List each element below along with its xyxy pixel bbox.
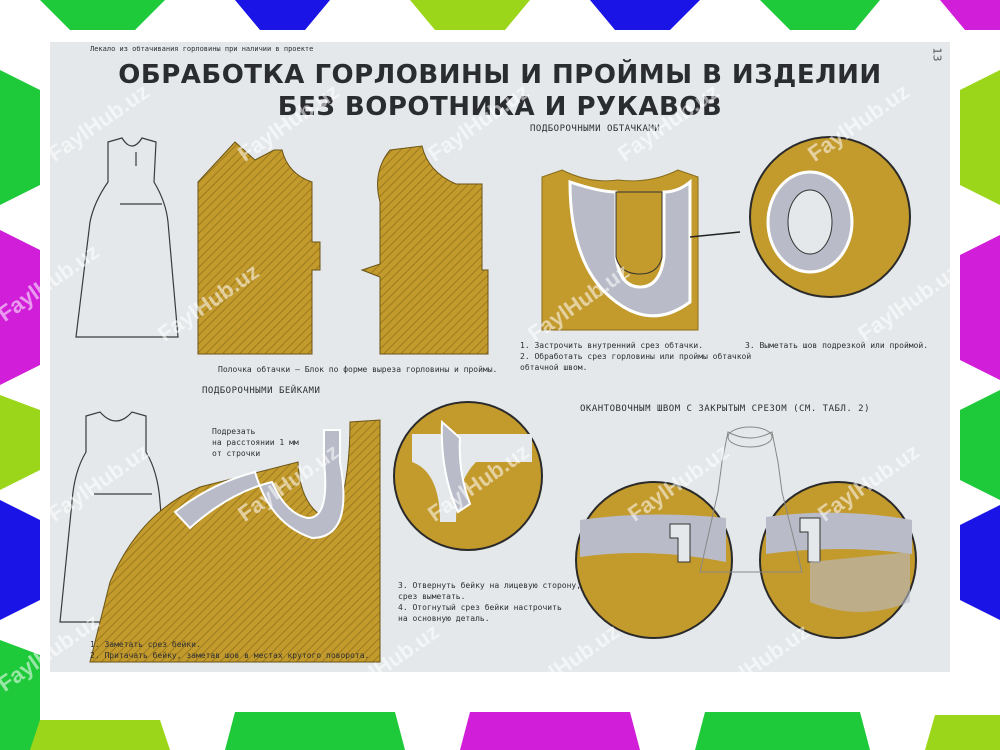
frame-shape-left-green2 xyxy=(0,640,40,750)
bias-detail-circle xyxy=(393,401,543,551)
edge-detail-circle-left xyxy=(575,481,733,639)
bias-binding-illustration xyxy=(89,419,381,663)
frame-shape-top-blue xyxy=(235,0,330,30)
frame-shape-top-green xyxy=(40,0,165,30)
frame-shape-bottom-lime xyxy=(30,720,170,750)
frame-shape-right-blue xyxy=(960,505,1000,620)
facings-detail-step: 3. Выметать шов подрезкой или проймой. xyxy=(745,341,929,350)
frame-shape-top-green2 xyxy=(760,0,880,30)
frame-shape-bottom-green2 xyxy=(695,712,870,750)
heading-edge: ОКАНТОВОЧНЫМ ШВОМ С ЗАКРЫТЫМ СРЕЗОМ (СМ.… xyxy=(580,404,871,414)
frame-shape-right-green xyxy=(960,390,1000,500)
frame-shape-top-magenta xyxy=(940,0,1000,30)
frame-shape-left-lime xyxy=(0,395,40,490)
frame-shape-bottom-magenta xyxy=(460,712,640,750)
facings-steps: 1. Застрочить внутренний срез обтачки. 2… xyxy=(520,341,752,372)
frame-shape-top-blue2 xyxy=(590,0,700,30)
bias-detail-steps: 3. Отвернуть бейку на лицевую сторону, с… xyxy=(398,581,582,623)
pointer-arrow xyxy=(689,231,741,238)
illustration-canvas xyxy=(59,136,917,663)
bodice-pattern-front xyxy=(197,141,321,355)
dress-sketch-collar xyxy=(699,426,803,573)
top-note: Лекало из обтачивания горловины при нали… xyxy=(90,45,314,53)
frame-shape-bottom-green xyxy=(225,712,405,750)
bodice-pattern-back xyxy=(360,145,489,355)
pattern-caption-text: Полочка обтачки — Блок по форме выреза г… xyxy=(218,365,498,374)
edge-detail-circle-right xyxy=(759,481,917,639)
frame-shape-right-magenta xyxy=(960,235,1000,380)
dress-sketch-round-neck xyxy=(59,411,171,623)
frame-shape-left-blue xyxy=(0,500,40,620)
instruction-poster: Лекало из обтачивания горловины при нали… xyxy=(50,42,950,672)
bias-steps: 1. Заметать срез бейки. 2. Притачать бей… xyxy=(90,640,370,660)
facing-garment-illustration xyxy=(541,169,699,331)
heading-bias: ПОДБОРОЧНЫМИ БЕЙКАМИ xyxy=(202,386,321,396)
bias-annotation: Подрезать на расстоянии 1 мм от строчки xyxy=(212,427,299,458)
poster-title-line1: ОБРАБОТКА ГОРЛОВИНЫ И ПРОЙМЫ В ИЗДЕЛИИ xyxy=(118,60,882,90)
dress-sketch-sleeveless xyxy=(75,137,179,338)
frame-shape-left-magenta xyxy=(0,230,40,385)
frame-shape-left-green xyxy=(0,70,40,205)
frame-shape-top-lime xyxy=(410,0,530,30)
poster-title-line2: БЕЗ ВОРОТНИКА И РУКАВОВ xyxy=(277,92,723,122)
frame-shape-right-lime xyxy=(960,70,1000,205)
frame-shape-bottom-lime2 xyxy=(925,715,1000,750)
facing-detail-circle xyxy=(749,136,911,298)
heading-facings: ПОДБОРОЧНЫМИ ОБТАЧКАМИ xyxy=(530,124,661,134)
